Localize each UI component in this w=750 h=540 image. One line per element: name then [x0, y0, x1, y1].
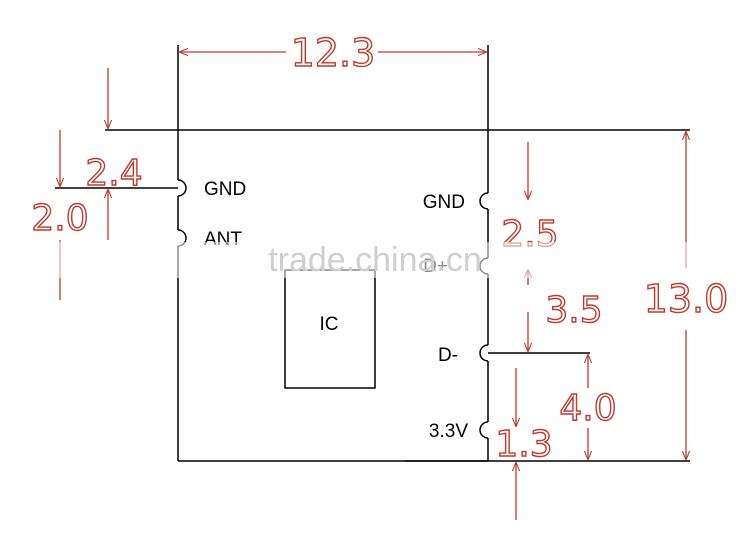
dim-right-3v3-offset: 1.3: [495, 424, 552, 465]
pin-label-right-gnd: GND: [423, 192, 465, 213]
dim-right-dminus-bottom: 4.0: [559, 388, 616, 429]
board-outline: [55, 45, 690, 462]
pin-label-left-gnd: GND: [204, 179, 246, 200]
ic-label: IC: [320, 314, 339, 335]
dimension-arrows: [60, 52, 686, 520]
dim-height: 13.0: [644, 277, 729, 321]
dim-left-gnd-offset: 2.4: [85, 153, 142, 194]
watermark: trade.china.cn: [268, 241, 482, 279]
dim-width: 12.3: [291, 31, 376, 75]
dim-left-pitch: 2.0: [31, 198, 88, 239]
pin-label-right-dminus: D-: [438, 345, 458, 366]
pin-label-right-3v3: 3.3V: [429, 421, 468, 442]
watermark-band: [40, 242, 700, 278]
dim-right-dplus-dminus: 3.5: [545, 290, 602, 331]
